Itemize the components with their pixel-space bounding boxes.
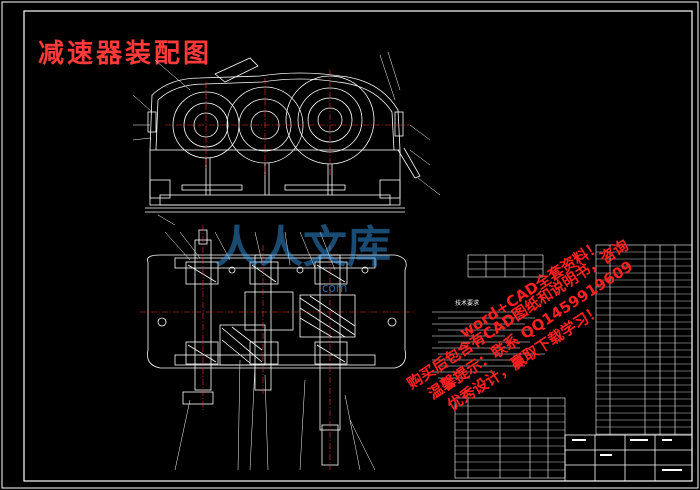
svg-text:人人文库: 人人文库 (215, 222, 391, 273)
spec-table (467, 254, 544, 278)
svg-text:.com: .com (318, 281, 347, 295)
front-view (145, 57, 421, 213)
title-block (564, 434, 693, 482)
drawing-title: 减速器装配图 (38, 39, 212, 69)
front-view-center-lines (165, 70, 410, 175)
technical-requirements-title: 技术要求 (455, 299, 479, 307)
top-view-center-lines (140, 225, 415, 470)
top-view-leaders (164, 231, 376, 471)
parts-list-table (595, 244, 693, 436)
watermark-logo: 人人文库 .com (215, 222, 391, 295)
parts-list-rows (596, 251, 692, 435)
title-block-marks (572, 439, 682, 471)
lower-parts-list-rows (455, 405, 565, 471)
technical-requirements-lines (432, 311, 545, 379)
watermark-red-text: 购买后包含有CAD图纸和说明书，咨询 word+CAD全套资料！ 温馨提示：联系… (404, 236, 636, 414)
front-view-leaders (132, 51, 441, 226)
